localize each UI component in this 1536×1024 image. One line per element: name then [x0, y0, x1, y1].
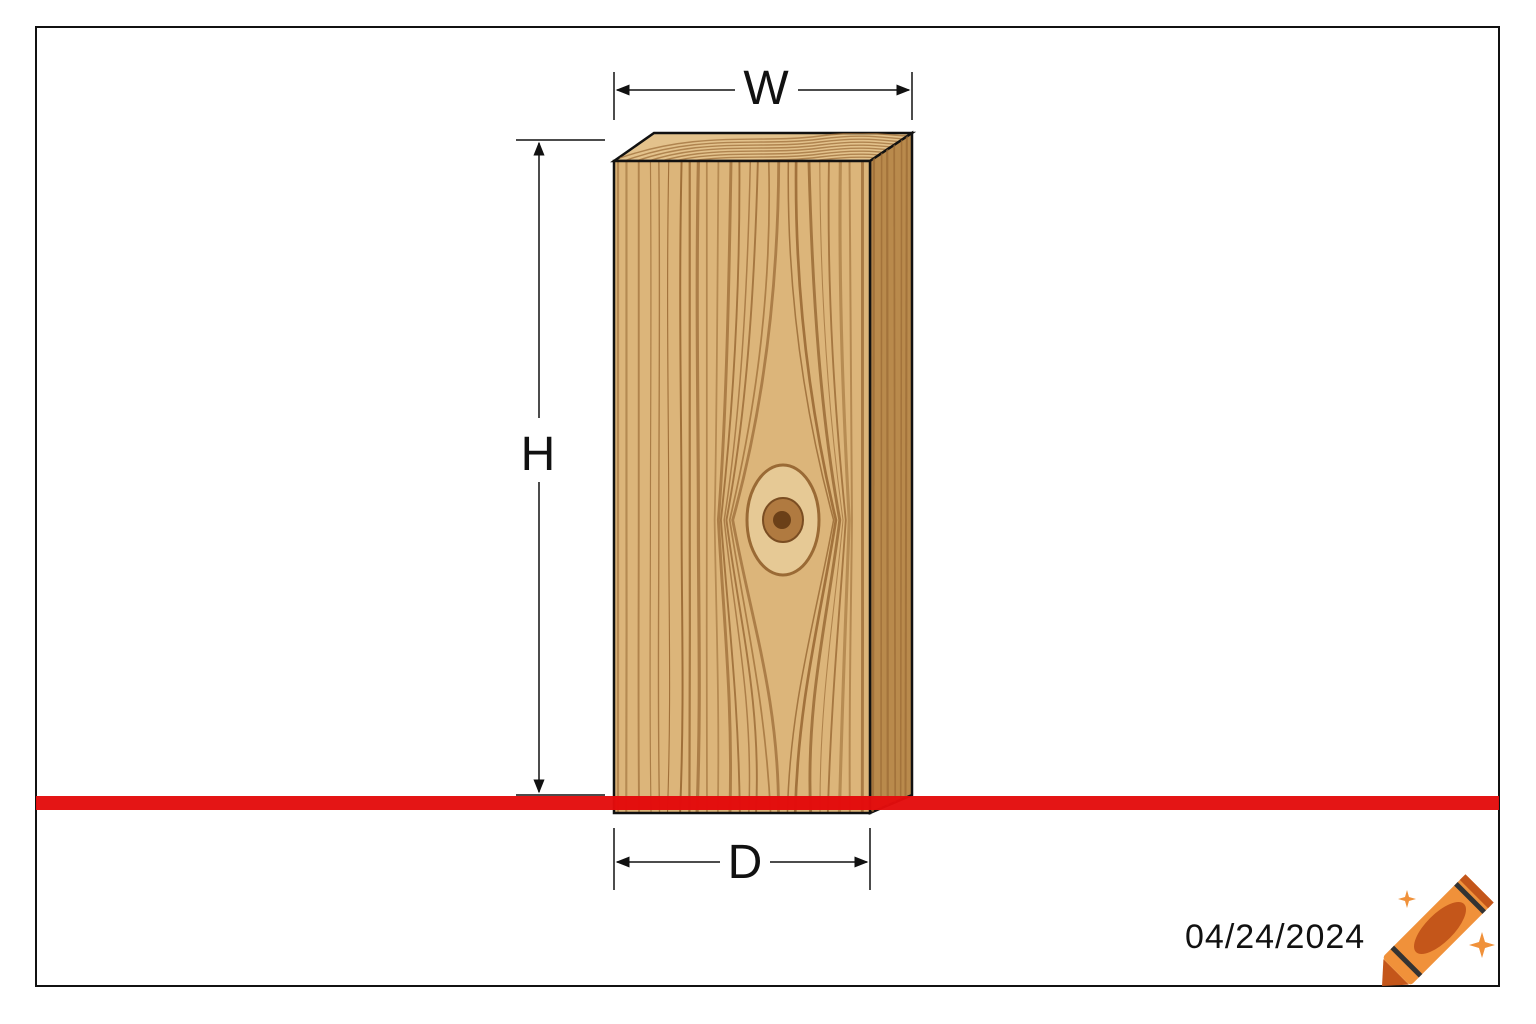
width-dimension	[613, 72, 913, 120]
wood-grain-line	[886, 133, 889, 813]
wood-grain-line	[657, 161, 661, 813]
wood-grain-line	[649, 161, 652, 813]
wood-grain-line	[807, 161, 842, 813]
wood-grain-line	[871, 133, 876, 813]
wood-grain-line	[893, 133, 897, 813]
depth-label: D	[728, 836, 763, 889]
wood-grain-line	[826, 161, 847, 813]
sparkle-icon	[1398, 890, 1416, 908]
wood-grain-line	[688, 161, 692, 813]
wood-grain-line	[837, 161, 851, 813]
wood-grain-line	[619, 133, 912, 159]
wood-grain-line	[627, 138, 912, 161]
wood-grain-line	[793, 161, 838, 813]
wood-grain-line	[880, 133, 883, 813]
wood-block	[610, 130, 917, 815]
wood-grain-line	[904, 133, 908, 813]
height-dimension	[516, 139, 605, 796]
wood-grain-line	[731, 161, 781, 813]
wood-grain-line	[637, 161, 641, 813]
wood-grain-line	[899, 133, 903, 813]
wood-grain-line	[786, 161, 835, 813]
wood-grain-line	[819, 161, 844, 813]
wood-grain-line	[728, 161, 772, 813]
wood-grain-line	[719, 161, 741, 813]
date-stamp: 04/24/2024	[1185, 918, 1365, 956]
wood-grain-line	[679, 161, 684, 813]
wood-grain-line	[666, 161, 671, 813]
wood-grain-line	[716, 161, 733, 813]
width-label: W	[743, 62, 789, 115]
wood-grain-line	[725, 161, 759, 813]
height-label: H	[521, 428, 556, 481]
wood-grain-line	[623, 135, 912, 161]
sparkle-icon	[1469, 932, 1495, 958]
wood-grain-line	[695, 161, 701, 813]
wood-grain-line	[713, 161, 720, 813]
wood-grain-line	[723, 161, 752, 813]
wood-grain-line	[848, 161, 853, 813]
wood-knot	[745, 463, 821, 577]
depth-dimension	[613, 828, 871, 890]
crayon-icon	[1382, 874, 1494, 986]
